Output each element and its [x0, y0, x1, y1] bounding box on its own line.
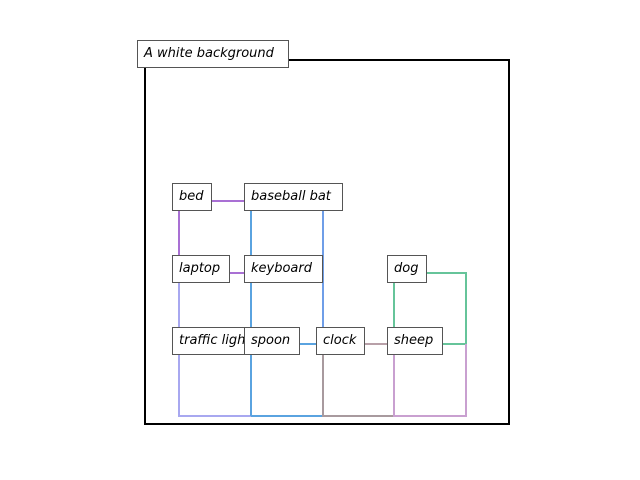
node-keyboard: keyboard	[244, 255, 323, 283]
diagram-title: A white background	[137, 40, 289, 68]
node-bed: bed	[172, 183, 212, 211]
node-spoon: spoon	[244, 327, 300, 355]
diagram-frame	[144, 59, 510, 425]
node-clock: clock	[316, 327, 365, 355]
edge-left-trunk	[178, 273, 251, 417]
node-sheep: sheep	[387, 327, 443, 355]
node-baseball-bat: baseball bat	[244, 183, 343, 211]
node-laptop: laptop	[172, 255, 230, 283]
edge-sheep-loop	[393, 344, 467, 417]
node-dog: dog	[387, 255, 427, 283]
edge-clock-bottom	[322, 344, 394, 417]
